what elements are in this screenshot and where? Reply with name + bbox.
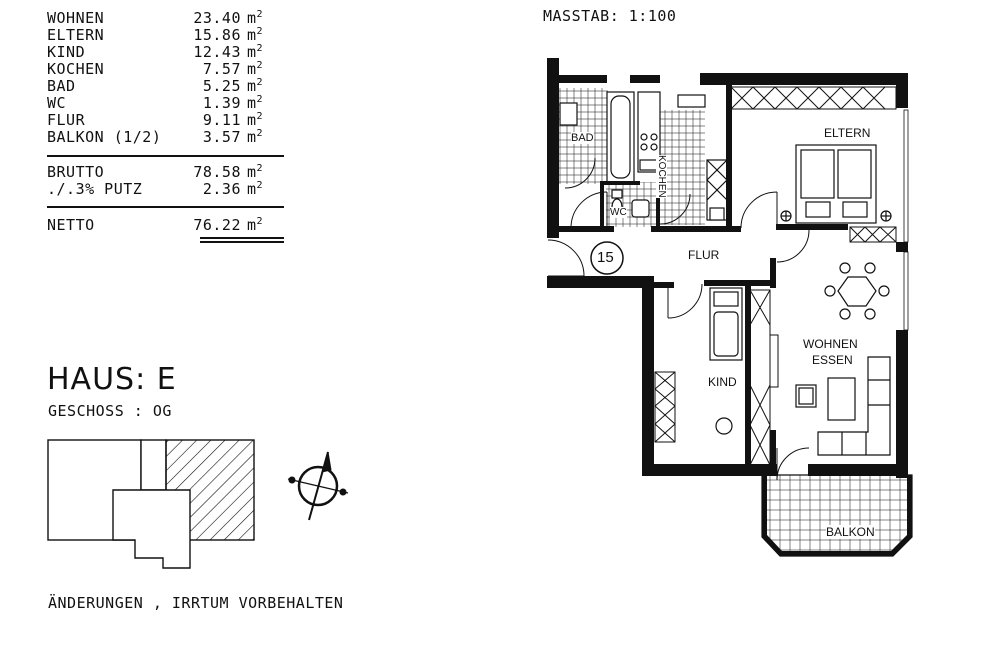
- area-row-wc: WC 1.39 m2: [47, 95, 287, 112]
- area-value: 15.86: [193, 26, 241, 44]
- floor-label: GESCHOSS : OG: [48, 402, 172, 420]
- area-row-wohnen: WOHNEN 23.40 m2: [47, 10, 287, 27]
- room-label-kochen: KOCHEN: [656, 155, 667, 198]
- area-name: NETTO: [47, 216, 95, 234]
- area-value: 9.11: [202, 111, 241, 129]
- double-underline: [200, 237, 284, 239]
- disclaimer: ÄNDERUNGEN , IRRTUM VORBEHALTEN: [48, 594, 344, 612]
- site-plan: [47, 439, 255, 569]
- area-name: BALKON (1/2): [47, 128, 162, 146]
- room-label-eltern: ELTERN: [824, 126, 871, 140]
- area-unit: m2: [247, 128, 264, 146]
- area-value: 78.58: [193, 163, 241, 181]
- room-label-essen: ESSEN: [812, 353, 853, 367]
- area-value: 3.57: [202, 128, 241, 146]
- room-label-wohnen: WOHNEN: [803, 337, 858, 351]
- area-value: 23.40: [193, 9, 241, 27]
- house-title: HAUS: E: [47, 362, 177, 397]
- area-value: 5.25: [202, 77, 241, 95]
- area-unit: m2: [247, 111, 264, 129]
- area-row-bad: BAD 5.25 m2: [47, 78, 287, 95]
- unit-number: 15: [597, 249, 614, 266]
- area-row-balkon: BALKON (1/2) 3.57 m2: [47, 129, 287, 146]
- double-bed: [780, 144, 892, 224]
- area-name: ./.3% PUTZ: [47, 180, 143, 198]
- area-value: 7.57: [202, 60, 241, 78]
- compass-icon: [287, 451, 349, 521]
- area-unit: m2: [247, 180, 264, 198]
- single-bed: [709, 287, 743, 435]
- area-unit: m2: [247, 9, 264, 27]
- area-row-brutto: BRUTTO 78.58 m2: [47, 164, 287, 181]
- area-name: WC: [47, 94, 67, 112]
- area-row-eltern: ELTERN 15.86 m2: [47, 27, 287, 44]
- area-row-kochen: KOCHEN 7.57 m2: [47, 61, 287, 78]
- room-label-bad: BAD: [571, 132, 594, 144]
- area-unit: m2: [247, 60, 264, 78]
- area-name: BAD: [47, 77, 76, 95]
- sofa: [795, 356, 891, 456]
- dining-table: [824, 262, 890, 320]
- unit-number-circle: [590, 241, 624, 275]
- area-row-flur: FLUR 9.11 m2: [47, 112, 287, 129]
- area-unit: m2: [247, 43, 264, 61]
- area-name: ELTERN: [47, 26, 105, 44]
- room-label-flur: FLUR: [688, 248, 720, 262]
- double-underline: [200, 241, 284, 243]
- area-name: KOCHEN: [47, 60, 105, 78]
- area-row-putz: ./.3% PUTZ 2.36 m2: [47, 181, 287, 198]
- area-unit: m2: [247, 94, 264, 112]
- area-unit: m2: [247, 163, 264, 181]
- area-value: 1.39: [202, 94, 241, 112]
- area-unit: m2: [247, 77, 264, 95]
- area-value: 76.22: [193, 216, 241, 234]
- area-unit: m2: [247, 216, 264, 234]
- area-value: 2.36: [202, 180, 241, 198]
- divider: [47, 155, 284, 157]
- area-name: WOHNEN: [47, 9, 105, 27]
- area-name: KIND: [47, 43, 86, 61]
- room-label-kind: KIND: [708, 375, 737, 389]
- area-name: FLUR: [47, 111, 86, 129]
- room-label-wc: WC: [610, 207, 627, 218]
- area-row-netto: NETTO 76.22 m2: [47, 217, 287, 234]
- divider: [47, 206, 284, 208]
- area-value: 12.43: [193, 43, 241, 61]
- area-name: BRUTTO: [47, 163, 105, 181]
- room-label-balkon: BALKON: [826, 525, 875, 539]
- scale-label: MASSTAB: 1:100: [543, 7, 677, 25]
- walls: [547, 58, 908, 478]
- area-unit: m2: [247, 26, 264, 44]
- floor-plan: [547, 58, 913, 557]
- area-row-kind: KIND 12.43 m2: [47, 44, 287, 61]
- balcony: [761, 474, 913, 557]
